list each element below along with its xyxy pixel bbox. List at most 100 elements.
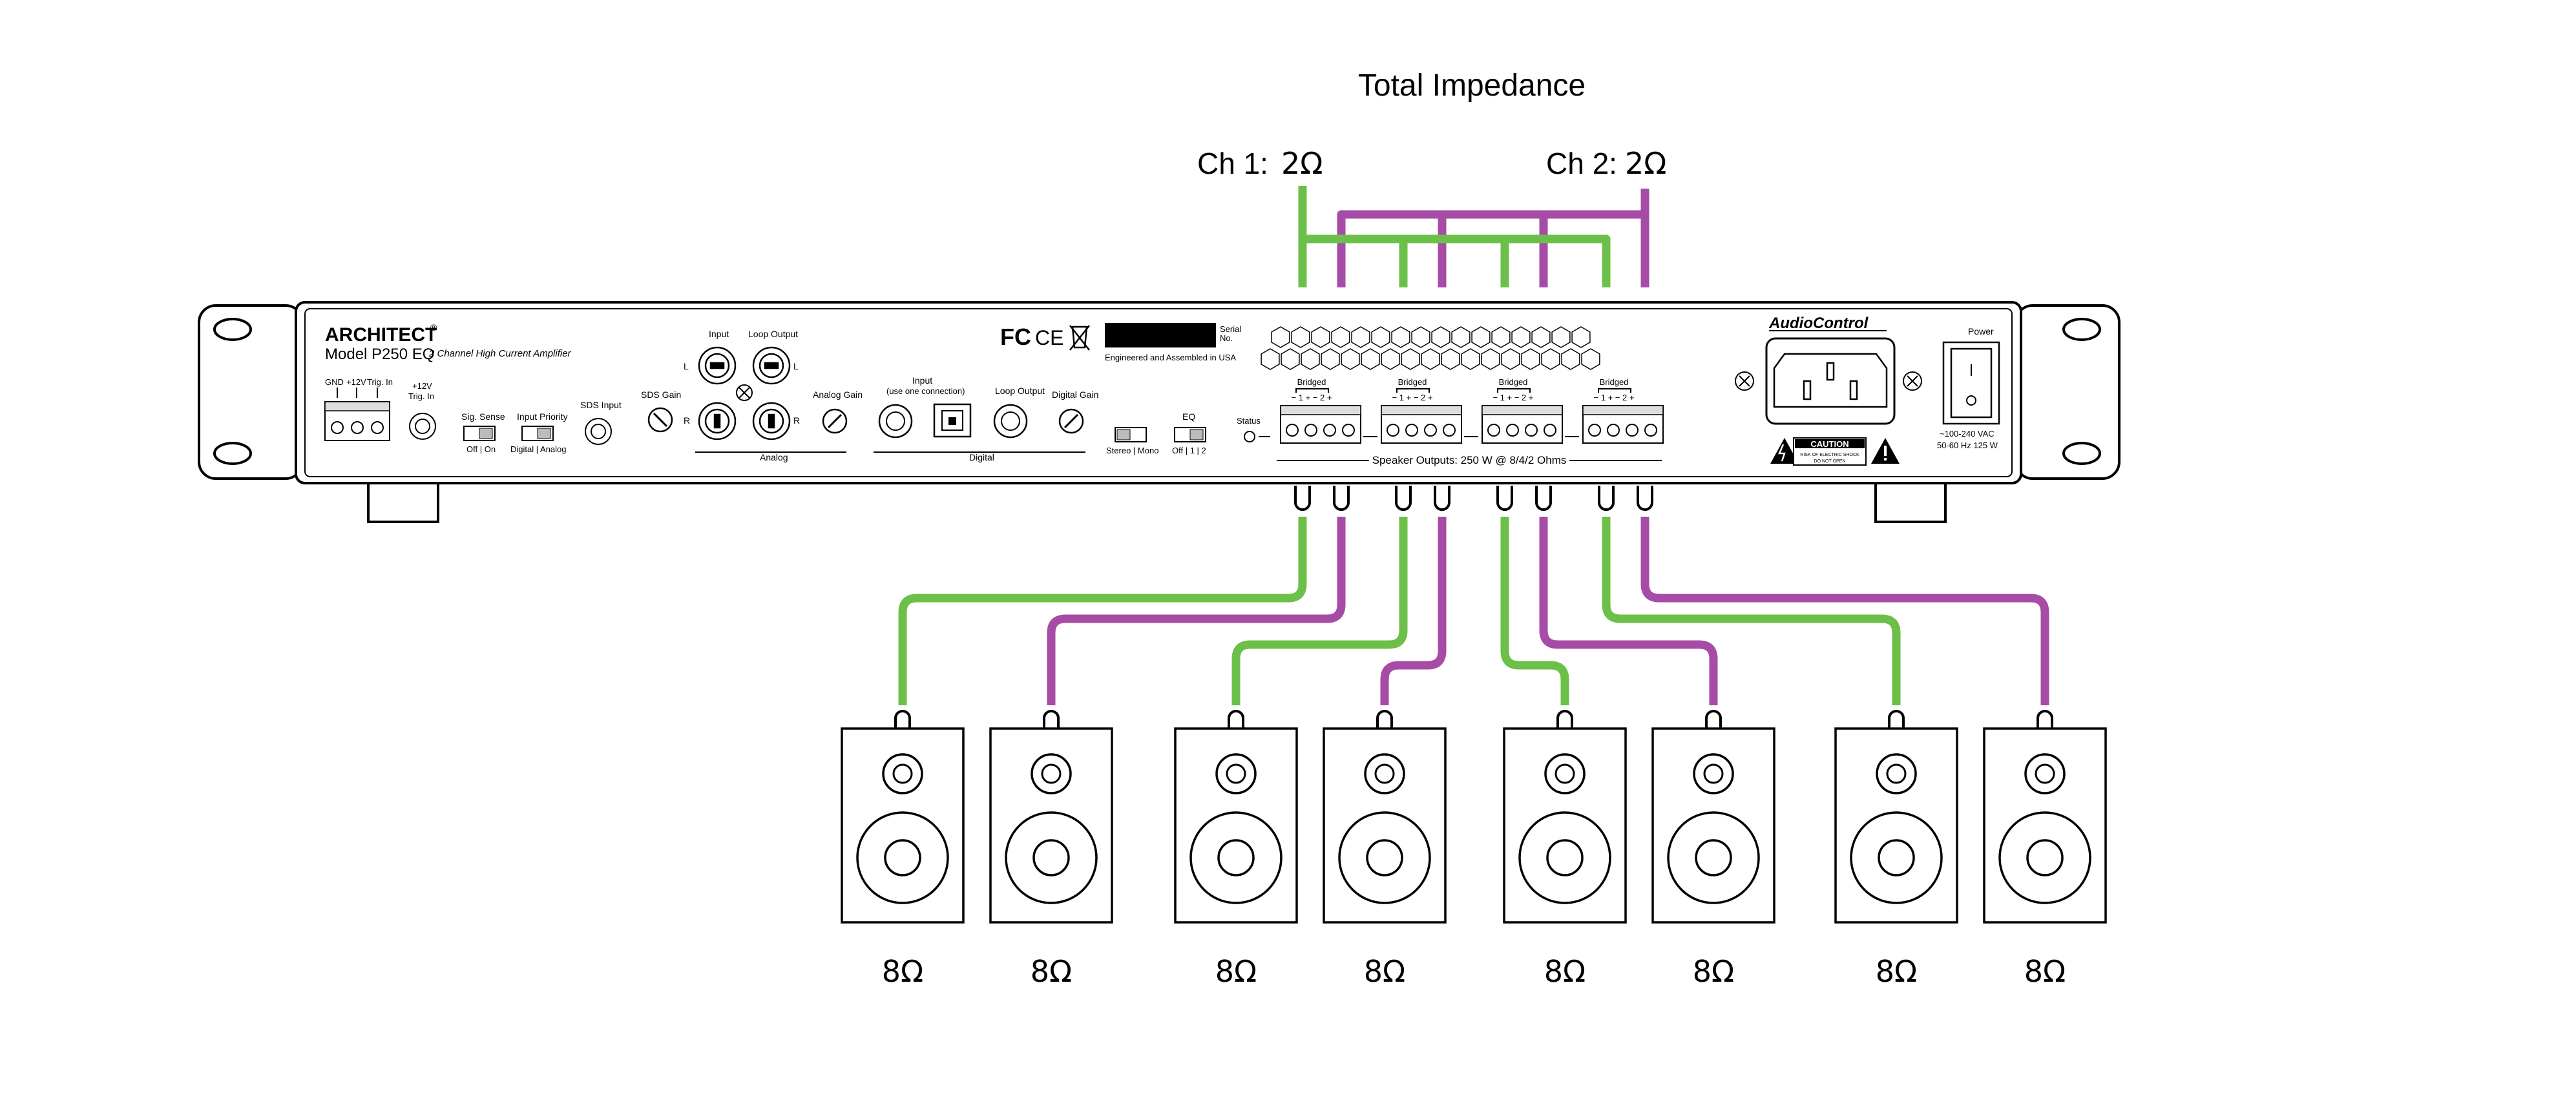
trig12v-label-1: +12V <box>412 381 432 391</box>
freq-power-label: 50-60 Hz 125 W <box>1937 440 1998 450</box>
gnd-label: GND <box>325 377 344 387</box>
analog-gain-label: Analog Gain <box>813 389 863 400</box>
green-bus-wire <box>1298 186 1611 287</box>
speaker-wiring <box>898 517 2049 705</box>
output-plug-icon <box>1395 484 1412 511</box>
speaker-impedance: 8Ω <box>1215 954 1257 989</box>
speaker: 8Ω <box>1983 710 2107 989</box>
analog-right-label-out: R <box>793 415 800 426</box>
eq-label: EQ <box>1182 411 1195 422</box>
speaker-terminals: Bridged − 1 + − 2 + Bridged − 1 + − 2 + Brid… <box>1280 377 1664 444</box>
sig-sense-values: Off | On <box>466 444 496 454</box>
trig12v-label-2: Trig. In <box>408 391 434 401</box>
bridged-label: Bridged <box>1499 377 1528 387</box>
analog-right-label-in: R <box>684 415 690 426</box>
warning-triangle-right-icon <box>1871 438 1900 464</box>
ch2-impedance: 2Ω <box>1625 146 1666 181</box>
purple-speaker-wire <box>1539 517 1718 705</box>
power-label: Power <box>1968 326 1994 337</box>
digital-input-label: Input <box>912 375 932 386</box>
serial-label-1: Serial <box>1220 324 1241 334</box>
digital-loop-label: Loop Output <box>995 386 1045 396</box>
speaker: 8Ω <box>1174 710 1298 989</box>
audiocontrol-logo: AudioControl <box>1768 315 1869 332</box>
caution-title: CAUTION <box>1810 439 1848 449</box>
diagram-title: Total Impedance <box>1358 68 1586 103</box>
speaker: 8Ω <box>841 710 965 989</box>
weee-bin-icon <box>1069 325 1090 351</box>
digital-gain-label: Digital Gain <box>1052 389 1098 400</box>
plus12v-label: +12V <box>346 377 366 387</box>
status-label: Status <box>1237 416 1261 426</box>
analog-left-label-out: L <box>793 361 799 371</box>
sds-input-label: SDS Input <box>580 400 622 410</box>
purple-speaker-wire <box>1380 517 1447 705</box>
eq-values: Off | 1 | 2 <box>1172 446 1206 455</box>
analog-left-label-in: L <box>684 361 689 371</box>
purple-bus-wire <box>1337 189 1649 287</box>
serial-number-plate <box>1105 323 1216 347</box>
ce-logo: CE <box>1035 326 1063 349</box>
vent-grille <box>1261 326 1600 370</box>
purple-speaker-wire <box>1047 517 1346 705</box>
caution-line-1: RISK OF ELECTRIC SHOCK <box>1800 453 1859 457</box>
output-plug-icon <box>1496 484 1513 511</box>
speaker-outputs-label: Speaker Outputs: 250 W @ 8/4/2 Ohms <box>1372 454 1567 466</box>
output-plug-icon <box>1434 484 1450 511</box>
top-bus-wiring <box>1298 186 1649 287</box>
terminal-polarity-label: − 1 + − 2 + <box>1594 393 1635 402</box>
brand: ARCHITECT <box>325 324 437 346</box>
ch1-impedance: 2Ω <box>1281 146 1323 181</box>
model-name: Model P250 EQ <box>325 346 434 363</box>
terminal-polarity-label: − 1 + − 2 + <box>1292 393 1332 402</box>
stereo-mono-label: Stereo | Mono <box>1106 446 1158 455</box>
output-plug-icon <box>1598 484 1615 511</box>
speaker: 8Ω <box>1323 710 1447 989</box>
serial-label-2: No. <box>1220 333 1233 343</box>
speaker-impedance: 8Ω <box>1876 954 1917 989</box>
input-priority-label: Input Priority <box>517 411 568 422</box>
sds-gain-label: SDS Gain <box>641 389 681 400</box>
green-speaker-wire <box>898 517 1307 705</box>
engineered-label: Engineered and Assembled in USA <box>1105 353 1236 362</box>
analog-section-label: Analog <box>760 452 788 462</box>
terminal-polarity-label: − 1 + − 2 + <box>1493 393 1534 402</box>
green-speaker-wire <box>1500 517 1569 705</box>
speaker-impedance: 8Ω <box>1364 954 1405 989</box>
speaker-impedance: 8Ω <box>2024 954 2066 989</box>
input-priority-values: Digital | Analog <box>510 444 567 454</box>
bridged-label: Bridged <box>1297 377 1326 387</box>
bridged-label: Bridged <box>1398 377 1427 387</box>
bridged-label: Bridged <box>1600 377 1629 387</box>
speakers: 8Ω 8Ω 8Ω 8Ω 8Ω 8Ω 8Ω 8Ω <box>841 710 2107 989</box>
output-plug-icon <box>1294 484 1311 511</box>
digital-input-note: (use one connection) <box>886 386 965 396</box>
green-speaker-wire <box>1602 517 1901 705</box>
trig-in-label: Trig. In <box>367 377 393 387</box>
speaker-impedance: 8Ω <box>1693 954 1734 989</box>
output-plug-icon <box>1333 484 1350 511</box>
speaker: 8Ω <box>1503 710 1627 989</box>
fcc-logo: FC <box>1000 324 1031 350</box>
output-plugs <box>1294 484 1653 511</box>
speaker-impedance: 8Ω <box>1031 954 1072 989</box>
digital-section-label: Digital <box>969 452 994 462</box>
speaker-impedance: 8Ω <box>1544 954 1586 989</box>
foot-right <box>1874 481 1947 523</box>
analog-loop-label: Loop Output <box>748 329 798 339</box>
ch1-label: Ch 1: <box>1197 147 1268 180</box>
warning-triangle-left-icon <box>1770 438 1799 464</box>
speaker: 8Ω <box>1651 710 1775 989</box>
caution-line-2: DO NOT OPEN <box>1814 459 1846 464</box>
terminal-polarity-label: − 1 + − 2 + <box>1392 393 1433 402</box>
voltage-label: ~100-240 VAC <box>1940 429 1995 439</box>
rca-jack-icon <box>698 346 791 440</box>
amplifier: ARCHITECT ® Model P250 EQ 2 Channel High… <box>198 301 2120 523</box>
output-plug-icon <box>1535 484 1552 511</box>
speaker: 8Ω <box>989 710 1113 989</box>
green-speaker-wire <box>1231 517 1408 705</box>
status-led-icon <box>1244 431 1255 442</box>
brand-mark: ® <box>430 322 437 333</box>
output-plug-icon <box>1637 484 1653 511</box>
